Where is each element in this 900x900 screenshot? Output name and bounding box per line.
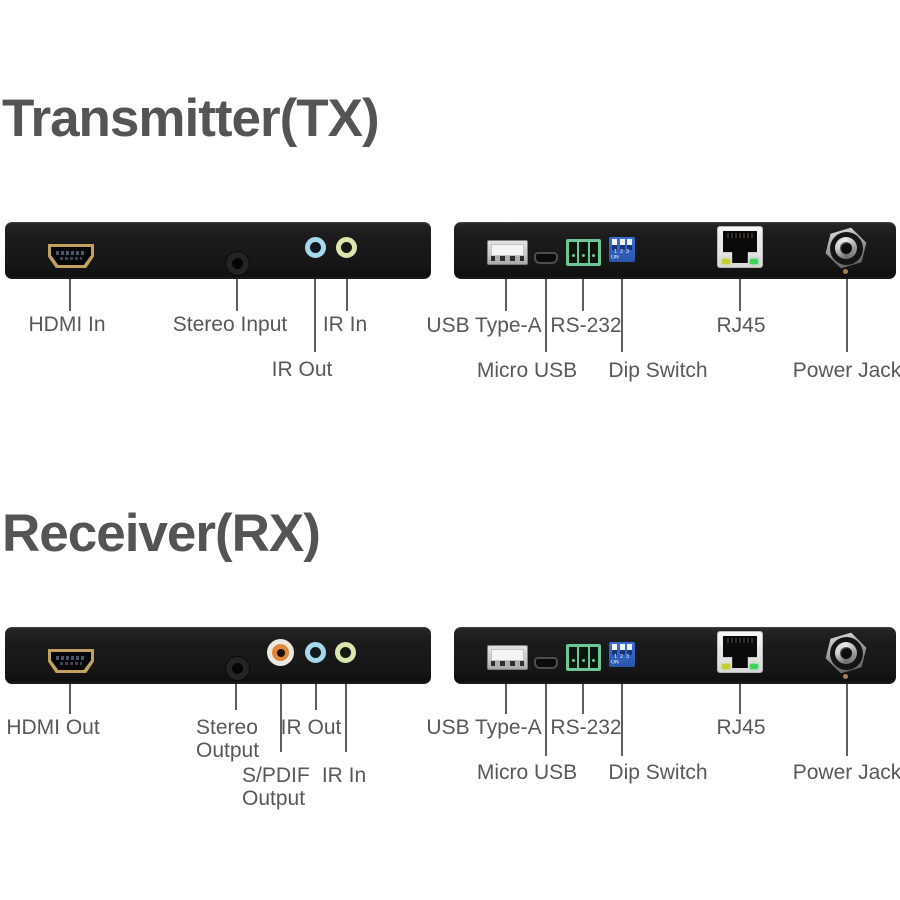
ir-in-jack-port bbox=[335, 642, 356, 663]
pointer-line bbox=[505, 684, 507, 714]
power-jack-port bbox=[825, 632, 867, 674]
ir-out-jack-port bbox=[305, 642, 326, 663]
pointer-line bbox=[582, 279, 584, 311]
dip-switch-numbers: 1 2 3 bbox=[614, 249, 630, 255]
tx-front-panel bbox=[5, 222, 431, 279]
rj45-port bbox=[717, 631, 763, 673]
pointer-line bbox=[314, 279, 316, 352]
dip-switch: 1 2 3 ON bbox=[609, 642, 635, 667]
dip-switch-on-label: ON bbox=[611, 255, 619, 261]
port-label-power-jack: Power Jack bbox=[792, 359, 900, 382]
port-label-usb-type-a: USB Type-A bbox=[426, 716, 542, 739]
stereo-jack-port bbox=[226, 252, 249, 275]
rj45-green-led bbox=[750, 259, 758, 264]
micro-usb-port bbox=[534, 657, 558, 669]
dip-switch-levers bbox=[612, 239, 632, 250]
hdmi-port-inner bbox=[51, 247, 91, 265]
dip-switch-levers bbox=[612, 644, 632, 655]
pointer-line bbox=[846, 279, 848, 352]
port-label-rs232: RS-232 bbox=[550, 314, 622, 337]
rs232-terminal bbox=[566, 239, 601, 266]
port-label-usb-type-a: USB Type-A bbox=[426, 314, 542, 337]
pointer-line bbox=[69, 684, 71, 714]
hdmi-port bbox=[48, 244, 94, 268]
pointer-line bbox=[621, 684, 623, 756]
rx-back-panel: 1 2 3 ON bbox=[454, 627, 896, 684]
port-label-stereo-output: Stereo Output bbox=[196, 716, 260, 762]
port-label-dip-switch: Dip Switch bbox=[608, 359, 708, 382]
usb-contacts bbox=[491, 256, 524, 261]
power-led bbox=[843, 674, 848, 679]
usb-type-a-port bbox=[487, 645, 528, 670]
pointer-line bbox=[505, 279, 507, 311]
port-label-ir-out: IR Out bbox=[280, 716, 342, 739]
pointer-line bbox=[280, 684, 282, 752]
pointer-line bbox=[739, 684, 741, 714]
pointer-line bbox=[739, 279, 741, 311]
hdmi-port bbox=[48, 649, 94, 673]
spdif-rca-port bbox=[267, 639, 294, 666]
power-led bbox=[843, 269, 848, 274]
usb-type-a-port bbox=[487, 240, 528, 265]
pointer-line bbox=[846, 684, 848, 756]
pointer-line bbox=[345, 684, 347, 752]
port-label-spdif-output: S/PDIF Output bbox=[242, 764, 310, 810]
pointer-line bbox=[582, 684, 584, 714]
rx-front-panel bbox=[5, 627, 431, 684]
port-label-hdmi-out: HDMI Out bbox=[6, 716, 100, 739]
power-jack-port bbox=[825, 227, 867, 269]
dip-switch: 1 2 3 ON bbox=[609, 237, 635, 262]
port-label-rs232: RS-232 bbox=[550, 716, 622, 739]
rs232-terminal bbox=[566, 644, 601, 671]
dip-switch-on-label: ON bbox=[611, 660, 619, 666]
micro-usb-port bbox=[534, 252, 558, 264]
pointer-line bbox=[315, 684, 317, 710]
rx-title: Receiver(RX) bbox=[2, 504, 321, 563]
pointer-line bbox=[545, 279, 547, 352]
port-label-rj45: RJ45 bbox=[716, 716, 766, 739]
pointer-line bbox=[235, 684, 237, 710]
port-label-micro-usb: Micro USB bbox=[476, 359, 578, 382]
port-label-dip-switch: Dip Switch bbox=[608, 761, 708, 784]
usb-tongue bbox=[491, 244, 524, 256]
pointer-line bbox=[346, 279, 348, 311]
port-label-hdmi-in: HDMI In bbox=[28, 313, 106, 336]
ir-out-jack-port bbox=[305, 237, 326, 258]
pointer-line bbox=[621, 279, 623, 352]
port-label-rj45: RJ45 bbox=[716, 314, 766, 337]
dip-switch-numbers: 1 2 3 bbox=[614, 654, 630, 660]
usb-contacts bbox=[491, 661, 524, 666]
hdmi-port-inner bbox=[51, 652, 91, 670]
stereo-jack-port bbox=[226, 657, 249, 680]
port-label-ir-in: IR In bbox=[322, 313, 368, 336]
rj45-yellow-led bbox=[722, 259, 730, 264]
port-label-stereo-input: Stereo Input bbox=[172, 313, 288, 336]
port-label-micro-usb: Micro USB bbox=[476, 761, 578, 784]
usb-tongue bbox=[491, 649, 524, 661]
rj45-green-led bbox=[750, 664, 758, 669]
rj45-port bbox=[717, 226, 763, 268]
pointer-line bbox=[545, 684, 547, 756]
port-label-ir-out: IR Out bbox=[271, 358, 333, 381]
tx-back-panel: 1 2 3 ON bbox=[454, 222, 896, 279]
pointer-line bbox=[236, 279, 238, 311]
port-label-ir-in: IR In bbox=[321, 764, 367, 787]
tx-title: Transmitter(TX) bbox=[2, 89, 380, 148]
pointer-line bbox=[69, 279, 71, 311]
port-label-power-jack: Power Jack bbox=[792, 761, 900, 784]
ir-in-jack-port bbox=[336, 237, 357, 258]
rj45-yellow-led bbox=[722, 664, 730, 669]
